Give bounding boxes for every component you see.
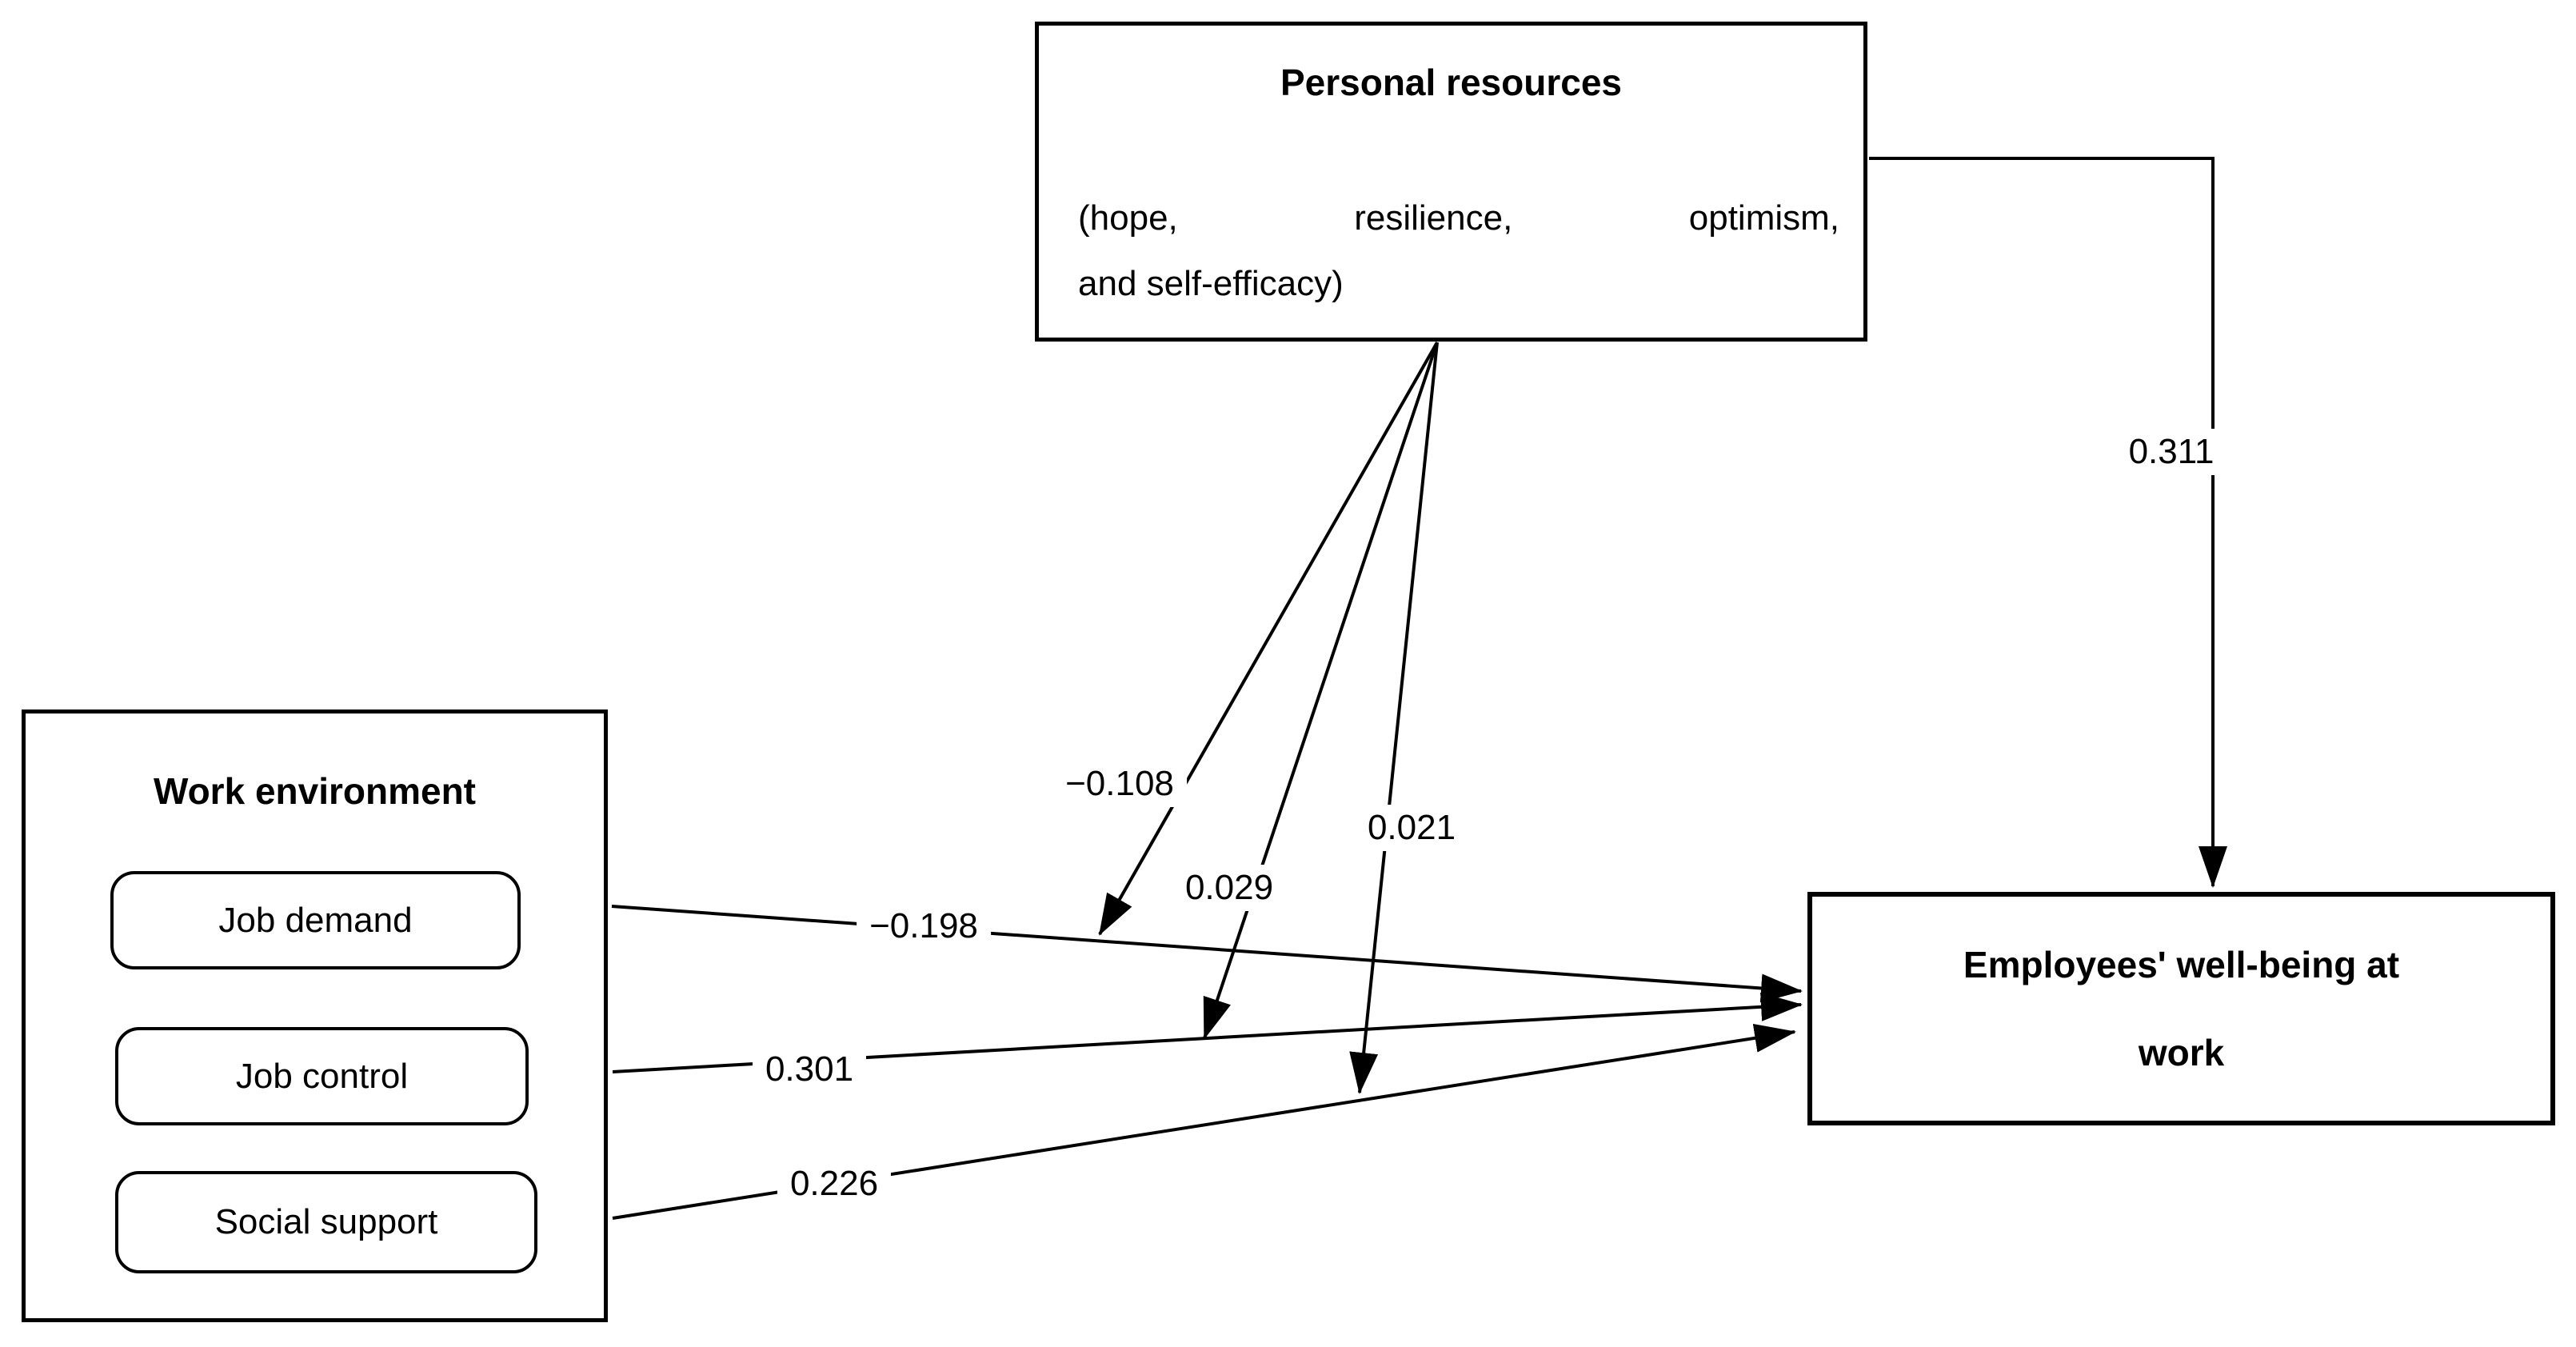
employees-wellbeing-label-line1: Employees' well-being at (1963, 944, 2400, 985)
moderation-arrow-job-control (1203, 342, 1439, 1040)
moderation-arrow-job-demand (1098, 342, 1439, 936)
coefficient-job-demand: −0.198 (857, 903, 991, 949)
coefficient-social-support: 0.226 (777, 1161, 892, 1207)
personal-resources-box (1035, 22, 1867, 342)
coefficient-personal-resources: 0.311 (2115, 429, 2227, 475)
edge-job-demand-to-wellbeing (611, 905, 1803, 1003)
job-demand-label: Job demand (218, 900, 413, 940)
personal-resources-subtitle-line2: and self-efficacy) (1078, 264, 1344, 303)
moderation-arrow-social-support (1349, 342, 1439, 1094)
coefficient-moderation-job-demand: −0.108 (1052, 761, 1187, 807)
work-environment-title: Work environment (154, 770, 476, 812)
coefficient-moderation-social-support: 0.021 (1354, 805, 1469, 851)
job-control-label: Job control (235, 1056, 409, 1096)
job-control-box: Job control (115, 1027, 529, 1125)
coefficient-moderation-job-control: 0.029 (1172, 865, 1287, 911)
employees-wellbeing-box: Employees' well-being at work (1807, 892, 2555, 1125)
personal-resources-subtitle-line1: (hope, resilience, optimism, (1078, 198, 1839, 238)
social-support-label: Social support (214, 1202, 438, 1241)
coefficient-job-control: 0.301 (752, 1046, 867, 1093)
social-support-box: Social support (115, 1171, 537, 1273)
job-demand-box: Job demand (110, 871, 521, 969)
edge-personal-resources-to-wellbeing (1869, 157, 2227, 888)
personal-resources-title: Personal resources (1280, 62, 1622, 103)
employees-wellbeing-label-line2: work (2138, 1032, 2225, 1073)
personal-resources-subtitle: (hope, resilience, optimism, and self-ef… (1078, 186, 1839, 317)
